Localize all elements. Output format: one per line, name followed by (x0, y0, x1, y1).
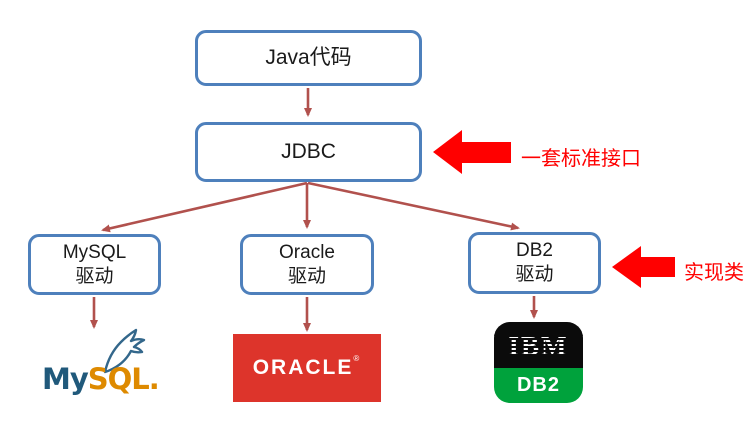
arrow-jdbc-to-mysql-driver (101, 181, 308, 233)
mysql-wordmark-sql: SQL (87, 362, 150, 396)
driver-annotation: 实现类 (684, 262, 744, 284)
mysql-wordmark-dot: . (148, 362, 160, 396)
jdbc-box: JDBC (195, 122, 422, 182)
db2-driver-box: DB2 驱动 (468, 232, 601, 294)
oracle-wordmark-text: ORACLE (252, 356, 354, 379)
ibm-logo-section: IBM (494, 322, 583, 368)
mysql-driver-label-line2: 驱动 (75, 265, 114, 287)
oracle-driver-label-line1: Oracle (279, 241, 335, 263)
oracle-logo: ORACLE® (233, 334, 381, 402)
db2-wordmark: DB2 (516, 374, 560, 396)
mysql-dolphin-icon (103, 328, 146, 374)
driver-callout-arrow-icon (612, 246, 675, 288)
mysql-driver-label-line1: MySQL (62, 241, 127, 263)
arrow-jdbc-to-db2-driver (307, 181, 520, 231)
java-code-label: Java代码 (265, 46, 352, 70)
jdbc-callout-arrow-icon (433, 130, 511, 174)
mysql-driver-box: MySQL 驱动 (28, 234, 161, 295)
jdbc-label: JDBC (281, 140, 336, 164)
ibm-db2-logo: IBM DB2 (494, 322, 583, 403)
java-code-box: Java代码 (195, 30, 422, 86)
jdbc-annotation: 一套标准接口 (521, 148, 641, 170)
registered-mark-icon: ® (353, 354, 362, 363)
oracle-wordmark: ORACLE® (252, 354, 362, 380)
mysql-wordmark: MySQL. (42, 362, 160, 396)
mysql-logo: MySQL. (40, 326, 170, 404)
ibm-stripes-overlay (494, 328, 583, 364)
oracle-driver-label-line2: 驱动 (287, 265, 326, 287)
mysql-wordmark-my: My (42, 362, 89, 396)
oracle-driver-box: Oracle 驱动 (240, 234, 374, 295)
db2-driver-label-line1: DB2 (516, 240, 553, 262)
db2-driver-label-line2: 驱动 (515, 264, 554, 285)
db2-logo-section: DB2 (494, 368, 583, 403)
